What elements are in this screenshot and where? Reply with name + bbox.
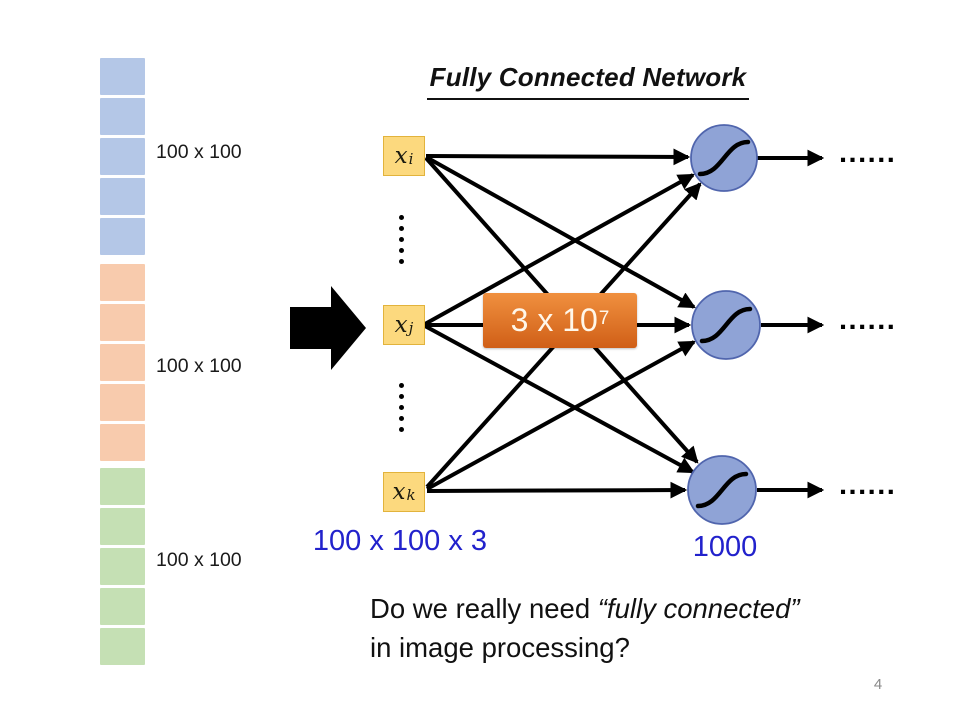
edge-xk-n2 <box>426 340 696 491</box>
input-node-label: x <box>394 143 408 169</box>
channel-square <box>100 178 145 215</box>
edge-xi-n1 <box>425 148 691 166</box>
question-text: Do we really need “fully connected” in i… <box>370 589 800 667</box>
input-node-subscript: i <box>408 150 414 168</box>
channel-square <box>100 424 145 461</box>
channel-square <box>100 548 145 585</box>
channel-square <box>100 264 145 301</box>
edge-xi-n2 <box>425 155 696 309</box>
neurons <box>687 124 761 525</box>
channel-square <box>100 468 145 505</box>
input-node-subscript: j <box>408 319 414 337</box>
input-node-subscript: k <box>406 486 416 504</box>
question-line-2: in image processing? <box>370 632 630 663</box>
output-ellipsis: ...... <box>839 304 897 336</box>
neuron-count-label: 1000 <box>692 531 758 563</box>
channel-size-label: 100 x 100 <box>156 355 242 377</box>
image-channel-group <box>100 468 145 665</box>
channel-square <box>100 508 145 545</box>
vertical-ellipsis-icon <box>399 215 404 264</box>
channel-square <box>100 344 145 381</box>
channel-square <box>100 384 145 421</box>
image-channel-group <box>100 264 145 461</box>
edge-xj-n3 <box>424 324 695 474</box>
input-dimension-label: 100 x 100 x 3 <box>312 525 488 557</box>
channel-square <box>100 218 145 255</box>
image-channel-group <box>100 58 145 255</box>
channel-square <box>100 304 145 341</box>
vertical-ellipsis-icon <box>399 383 404 432</box>
page-title: Fully Connected Network <box>408 62 768 100</box>
channel-square <box>100 98 145 135</box>
input-block-arrow-icon <box>290 286 366 370</box>
channel-size-label: 100 x 100 <box>156 141 242 163</box>
sigmoid-icon <box>699 306 753 344</box>
weight-count-text: 3 x 10 <box>510 302 598 338</box>
channel-square <box>100 138 145 175</box>
edge-xk-n3 <box>426 481 688 499</box>
input-node-label: x <box>392 479 406 505</box>
input-node-label: x <box>394 312 408 338</box>
channel-square <box>100 58 145 95</box>
output-arrows <box>757 149 825 499</box>
weight-count-exponent: 7 <box>598 307 610 329</box>
output-ellipsis: ...... <box>839 469 897 501</box>
channel-size-label: 100 x 100 <box>156 549 242 571</box>
edge-xj-n1 <box>424 173 695 326</box>
sigmoid-icon <box>697 139 751 177</box>
sigmoid-icon <box>695 471 749 509</box>
page-number: 4 <box>873 676 883 693</box>
channel-square <box>100 588 145 625</box>
channel-square <box>100 628 145 665</box>
output-ellipsis: ...... <box>839 137 897 169</box>
question-line-1: Do we really need “fully connected” <box>370 593 800 624</box>
